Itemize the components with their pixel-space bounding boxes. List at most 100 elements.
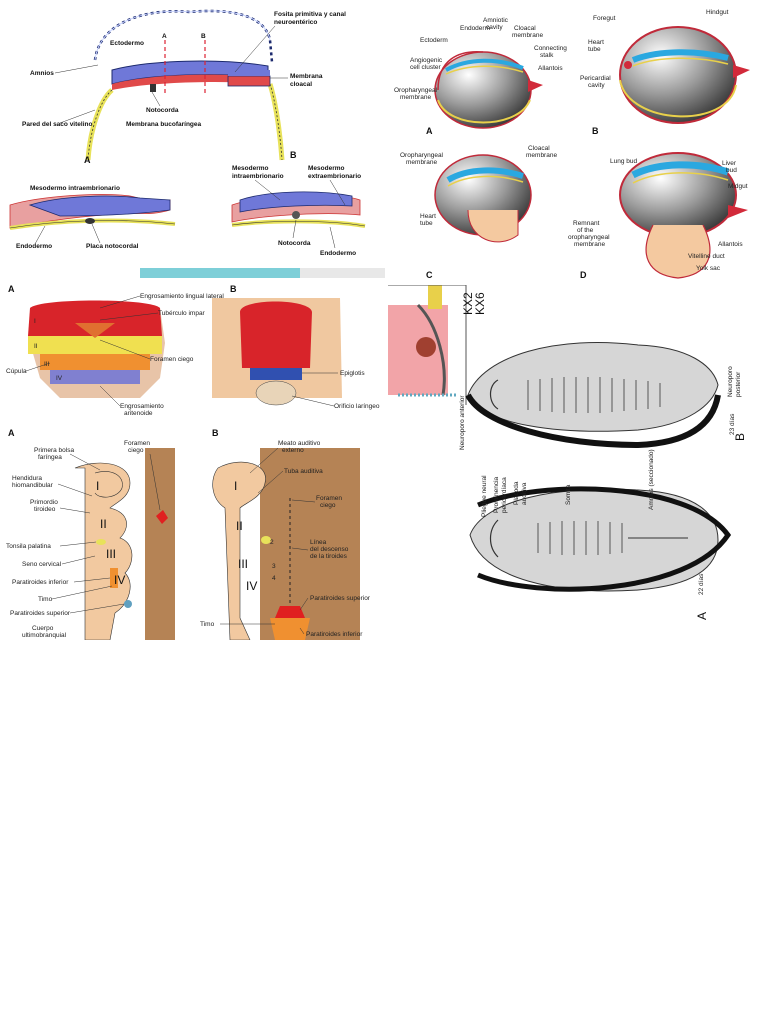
label-bucofaringea: Membrana bucofaríngea xyxy=(126,121,202,128)
label-23-dias: 23 días xyxy=(729,413,736,435)
figure-label-a: A xyxy=(8,284,15,294)
arch-label-ii-a: II xyxy=(100,517,107,531)
label-meso-extra-b: Mesodermo xyxy=(308,165,345,172)
label-22-dias: 22 días xyxy=(698,573,705,595)
pouch-number-4: 4 xyxy=(272,575,276,582)
label-oropharyngeal-a-2: membrane xyxy=(400,94,431,101)
label-primera-bolsa-2: faríngea xyxy=(38,454,62,461)
label-notocorda: Notocorda xyxy=(146,107,179,114)
label-section-a: A xyxy=(162,33,167,40)
label-pericardial: Pericardial xyxy=(580,75,611,82)
label-prominencia-2: pericardíaca xyxy=(501,477,508,513)
label-endoderm-a: Endoderm xyxy=(460,25,490,32)
panel-embryo-folding: Endoderm Amniotic cavity Cloacal membran… xyxy=(388,0,768,285)
figure-label-c: C xyxy=(426,270,433,280)
label-membrana-cloacal: Membrana xyxy=(290,73,323,80)
arch-label-i-b: I xyxy=(234,479,237,493)
label-engros-lingual: Engrosamiento lingual lateral xyxy=(140,293,224,300)
figure-label-a: A xyxy=(8,428,15,438)
label-heart-c-2: tube xyxy=(420,220,433,227)
label-heart-b-2: tube xyxy=(588,46,601,53)
label-neuroporo-post: Neuroporo xyxy=(727,366,734,397)
label-ectoderm: Ectoderm xyxy=(420,37,448,44)
label-meso-extra-b-2: extraembrionario xyxy=(308,173,361,180)
label-para-inf-a: Paratiroides inferior xyxy=(12,579,69,586)
label-hendidura: Hendidura xyxy=(12,475,42,482)
arch-label-iv-b: IV xyxy=(246,579,257,593)
label-liver-2: bud xyxy=(726,167,737,174)
label-pliegue: Pliegue neural xyxy=(481,475,488,517)
label-neuroporo-ant: Neuroporo anterior xyxy=(459,395,466,450)
arch-label-i-a: I xyxy=(96,479,99,493)
label-somita: Somita xyxy=(565,484,572,505)
label-amnios: Amnios xyxy=(30,70,54,77)
label-amniotic: Amniotic xyxy=(483,17,509,24)
tongue-diagram: A I II III IV Engrosamiento lingual late… xyxy=(6,268,385,417)
label-orophar-c: Oropharyngeal xyxy=(400,152,444,159)
label-remnant-4: membrane xyxy=(574,241,605,248)
label-allantois-a: Allantois xyxy=(538,65,563,72)
label-neuroporo-post-2: posterior xyxy=(735,371,742,397)
figure-label-b: B xyxy=(290,150,297,160)
label-meato-2: externo xyxy=(282,447,304,454)
figure-label-a: A xyxy=(426,126,433,136)
label-notocorda-b: Notocorda xyxy=(278,240,311,247)
label-orificio: Orificio laríngeo xyxy=(334,403,380,410)
arch-label-iv-a: IV xyxy=(114,573,125,587)
label-membrana-cloacal-2: cloacal xyxy=(290,81,312,88)
label-foramen-b-2: ciego xyxy=(320,502,336,509)
label-connecting: Connecting xyxy=(534,45,567,52)
label-copula: Cúpula xyxy=(6,368,27,375)
label-amnios-seccionado: Amnios (seccionado) xyxy=(648,449,655,510)
label-placoda: Placoda xyxy=(513,481,520,505)
label-meso-intra-b: Mesodermo xyxy=(232,165,269,172)
label-tuberculo-impar: Tubérculo impar xyxy=(158,310,206,317)
folding-stage-b: Foregut Hindgut Heart tube Pericardial c… xyxy=(580,9,750,136)
label-pared-saco: Pared del saco vitelino xyxy=(22,121,92,128)
label-meato: Meato auditivo xyxy=(278,440,321,447)
label-remnant: Remnant xyxy=(573,220,600,227)
label-kx6: KX6 xyxy=(473,292,487,315)
label-lung-bud: Lung bud xyxy=(610,158,637,165)
label-angiogenic-2: cell cluster xyxy=(410,64,442,71)
label-fosita: Fosita primitiva y canal xyxy=(274,11,346,18)
pharyngeal-diagram: A Primera bolsa faríngea Foramen ciego H… xyxy=(6,428,371,640)
label-cuerpo-2: ultimobranquial xyxy=(22,632,67,639)
embryo-disc-diagram: Ectodermo A B Fosita primitiva y canal n… xyxy=(9,9,366,257)
label-linea-2: del descenso xyxy=(310,546,349,553)
label-endodermo-a: Endodermo xyxy=(16,243,52,250)
label-allantois-d: Allantois xyxy=(718,241,743,248)
label-midgut: Midgut xyxy=(728,183,748,190)
label-placa-notocordal: Placa notocordal xyxy=(86,243,139,250)
label-foramen-a: Foramen xyxy=(124,440,150,447)
arch-label-iii-a: III xyxy=(106,547,116,561)
label-amniotic-2: cavity xyxy=(486,24,503,31)
label-pericardial-2: cavity xyxy=(588,82,605,89)
label-engros-arit-2: aritenoide xyxy=(124,410,153,417)
label-angiogenic: Angiogenic xyxy=(410,57,443,64)
label-para-sup-b: Paratiroides superior xyxy=(310,595,371,602)
label-oropharyngeal-a: Oropharyngeal xyxy=(394,87,438,94)
label-hendidura-2: hiomandibular xyxy=(12,482,54,489)
label-tuba: Tuba auditiva xyxy=(284,468,323,475)
figure-label-b: B xyxy=(230,284,237,294)
adjacent-figure-sliver xyxy=(388,285,467,405)
tongue-figure-b: B Epiglotis Orificio laríngeo xyxy=(212,284,380,410)
pouches-figure-a: A Primera bolsa faríngea Foramen ciego H… xyxy=(6,428,175,640)
panel-embryo-somites: KX2 KX6 Neuroporo anterior Neuroporo pos… xyxy=(388,285,768,640)
label-foramen-b: Foramen xyxy=(316,495,342,502)
label-heart-c: Heart xyxy=(420,213,436,220)
label-para-sup-a: Paratiroides superior xyxy=(10,610,71,617)
label-yolk-sac: Yolk sac xyxy=(696,265,721,272)
label-timo-b: Timo xyxy=(200,621,215,628)
label-primordio: Primordio xyxy=(30,499,58,506)
label-remnant-2: of the xyxy=(577,227,594,234)
panel-pharyngeal-pouches: A Primera bolsa faríngea Foramen ciego H… xyxy=(0,418,385,640)
embryo-22-days: Pliegue neural Prominencia pericardíaca … xyxy=(469,449,732,620)
label-section-b: B xyxy=(201,33,206,40)
folding-stage-a: Endoderm Amniotic cavity Cloacal membran… xyxy=(394,17,567,136)
tongue-figure-a: A I II III IV Engrosamiento lingual late… xyxy=(6,284,224,417)
cross-section-a: Mesodermo intraembrionario Endodermo Pla… xyxy=(9,185,176,250)
label-cloacal-a: Cloacal xyxy=(514,25,536,32)
label-placoda-2: auditiva xyxy=(521,482,528,505)
